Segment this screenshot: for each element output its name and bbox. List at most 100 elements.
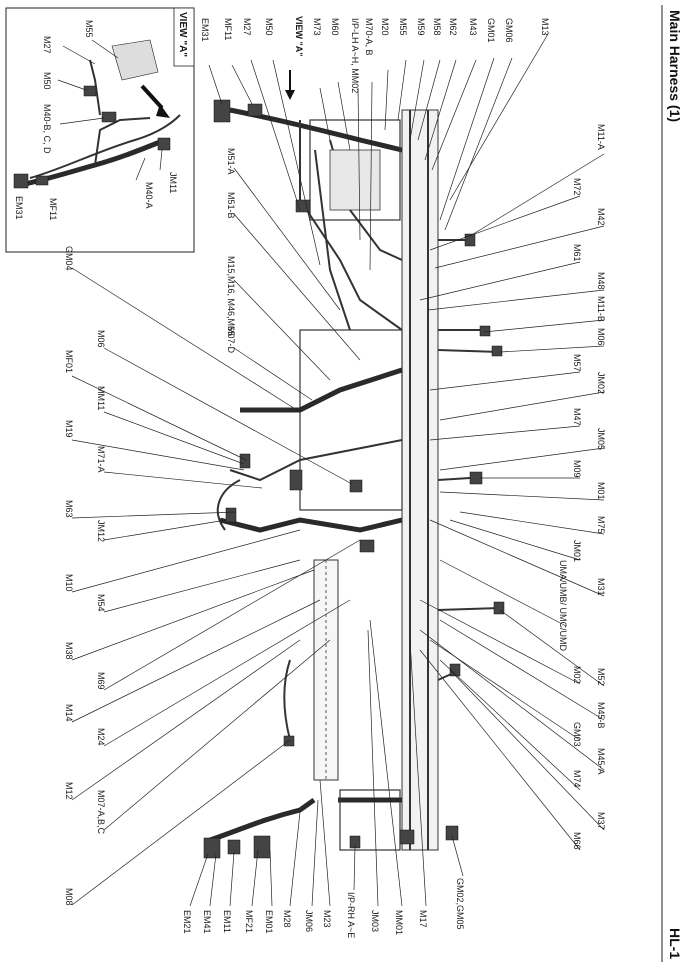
label-m19: M19 — [64, 420, 74, 438]
svg-text:VIEW "A": VIEW "A" — [294, 16, 304, 57]
label-jm01: JM01 — [572, 540, 582, 562]
label-m45-b: M45-B — [596, 702, 606, 729]
label-em01: EM01 — [264, 910, 274, 934]
view-a-labels: M27 M55 M50 M40-B, C, D EM31 MF11 JM11 M… — [14, 20, 178, 220]
label-jm03: JM03 — [370, 910, 380, 932]
label-mf11-top: MF11 — [223, 18, 233, 40]
label-gm01: GM01 — [486, 18, 496, 43]
label-m08: M08 — [64, 888, 74, 906]
label-mf21: MF21 — [244, 910, 254, 933]
label-jm12: JM12 — [96, 520, 106, 542]
label-m74: M74 — [572, 770, 582, 788]
cross-car-beam — [401, 109, 439, 851]
label-m10: M10 — [64, 574, 74, 592]
label-m11-a: M11-A — [596, 124, 606, 150]
label-m75: M75 — [596, 516, 606, 534]
view-a-label-mf11: MF11 — [48, 198, 58, 220]
label-m02: M02 — [572, 666, 582, 684]
label-m50-top: M50 — [264, 18, 274, 36]
view-a-box — [5, 7, 195, 253]
left-labels: M51-A M51-B M15,M16, M46,M65 M07-D GM04 … — [64, 148, 236, 906]
label-gm03: GM03 — [572, 722, 582, 747]
label-m43: M43 — [468, 18, 478, 36]
label-m17: M17 — [418, 910, 428, 928]
label-m37: M37 — [596, 812, 606, 830]
view-a-label-m40-a: M40-A — [144, 182, 154, 209]
label-m12: M12 — [64, 782, 74, 800]
label-m38: M38 — [64, 642, 74, 660]
label-jm06: JM06 — [304, 910, 314, 932]
view-a-arrow: VIEW "A" — [285, 16, 304, 100]
label-m52: M52 — [596, 668, 606, 686]
view-a-label-m55: M55 — [84, 20, 94, 38]
label-m11-b: M11-B — [596, 296, 606, 322]
label-ip-rh: I/P-RH A~E — [346, 892, 356, 938]
label-m14: M14 — [64, 704, 74, 722]
label-em11: EM11 — [222, 910, 232, 933]
label-m15-m16: M15,M16, M46,M65 — [226, 256, 236, 336]
label-m06-left: M06 — [96, 330, 106, 348]
label-m01: M01 — [596, 482, 606, 500]
label-m47: M47 — [572, 408, 582, 426]
right-labels: M11-A M72 M42 M61 M48 M11-B M06 M57 JM02… — [558, 124, 606, 850]
page-code: HL-1 — [667, 928, 683, 959]
bottom-labels: GM02,GM05 M17 MM01 JM03 I/P-RH A~E M23 J… — [182, 878, 465, 938]
label-m23: M23 — [322, 910, 332, 928]
label-m06-right: M06 — [596, 328, 606, 346]
label-m07-abc: M07-A,B,C — [96, 790, 106, 835]
view-a-label-jm11: JM11 — [168, 172, 178, 193]
label-m58: M58 — [432, 18, 442, 36]
label-m54: M54 — [96, 594, 106, 612]
label-m59: M59 — [416, 18, 426, 36]
label-mm01: MM01 — [394, 910, 404, 935]
label-mm11: MM11 — [96, 386, 106, 410]
label-mf01: MF01 — [64, 350, 74, 373]
label-em31-top: EM31 — [200, 18, 210, 42]
label-m13: M13 — [540, 18, 550, 36]
label-m48: M48 — [596, 272, 606, 290]
view-a-label-m40-bcd: M40-B, C, D — [42, 104, 52, 154]
view-a-tag — [173, 7, 195, 67]
view-a-label-em31: EM31 — [14, 196, 24, 220]
label-uma: UMA/UMB/ UMC/UMD — [558, 560, 568, 651]
label-em21: EM21 — [182, 910, 192, 934]
label-m51-b: M51-B — [226, 192, 236, 219]
leader-lines — [71, 33, 605, 907]
label-m24: M24 — [96, 728, 106, 746]
label-m61: M61 — [572, 244, 582, 262]
main-harness — [203, 99, 505, 859]
view-a-harness — [13, 39, 181, 189]
label-gm02-gm05: GM02,GM05 — [455, 878, 465, 930]
label-m60: M60 — [330, 18, 340, 36]
label-m62: M62 — [448, 18, 458, 36]
label-gm06: GM06 — [504, 18, 514, 43]
label-m31: M31 — [596, 578, 606, 596]
label-m27-top: M27 — [242, 18, 252, 36]
label-m51-a: M51-A — [226, 148, 236, 175]
label-m72: M72 — [572, 178, 582, 196]
label-m66: M66 — [572, 832, 582, 850]
label-ip-lh: I/P-LH A~H, MM02 — [350, 18, 360, 93]
view-a-label-m50: M50 — [42, 72, 52, 90]
label-m45-a: M45-A — [596, 748, 606, 775]
view-a-label-m27: M27 — [42, 36, 52, 54]
label-m07-d: M07-D — [226, 326, 236, 354]
label-jm05: JM05 — [596, 428, 606, 450]
label-m20: M20 — [380, 18, 390, 36]
label-em41: EM41 — [202, 910, 212, 934]
top-labels: EM31 MF11 M27 M50 M73 M60 I/P-LH A~H, MM… — [200, 18, 550, 93]
page-title: Main Harness (1) — [667, 10, 683, 122]
label-m55-top: M55 — [398, 18, 408, 36]
label-jm02: JM02 — [596, 372, 606, 394]
label-m63: M63 — [64, 500, 74, 518]
view-a-label: VIEW "A" — [177, 12, 188, 57]
label-m73: M73 — [312, 18, 322, 36]
label-gm04: GM04 — [64, 246, 74, 271]
label-m42: M42 — [596, 208, 606, 226]
label-m70-ab: M70-A, B — [364, 18, 374, 56]
label-m57: M57 — [572, 354, 582, 372]
label-m71-a: M71-A — [96, 446, 106, 473]
label-m09: M09 — [572, 460, 582, 478]
label-m28: M28 — [282, 910, 292, 928]
